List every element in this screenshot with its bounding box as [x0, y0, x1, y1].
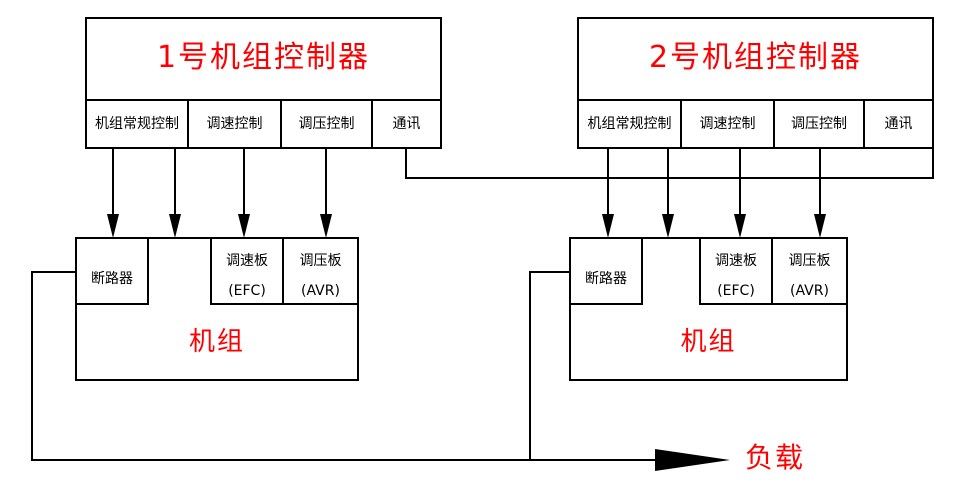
communication-bus	[405, 148, 934, 179]
unit-2-title: 机组	[680, 327, 737, 357]
unit-2-frame	[569, 237, 848, 381]
controller-1-to-unit-1-links	[107, 148, 332, 238]
controller-1-frame	[85, 17, 442, 149]
unit-1-power-feed	[31, 271, 690, 461]
unit-2-power-feed	[529, 271, 570, 460]
controller-1-title: 1号机组控制器	[156, 40, 371, 75]
load-arrow-icon	[655, 449, 730, 471]
controller-2-title: 2号机组控制器	[648, 40, 863, 75]
unit-1-frame	[75, 237, 359, 381]
controller-2-frame	[577, 17, 934, 149]
unit-1-title: 机组	[188, 327, 245, 357]
controller-2-to-unit-2-links	[602, 148, 826, 238]
load-label: 负载	[745, 441, 806, 474]
